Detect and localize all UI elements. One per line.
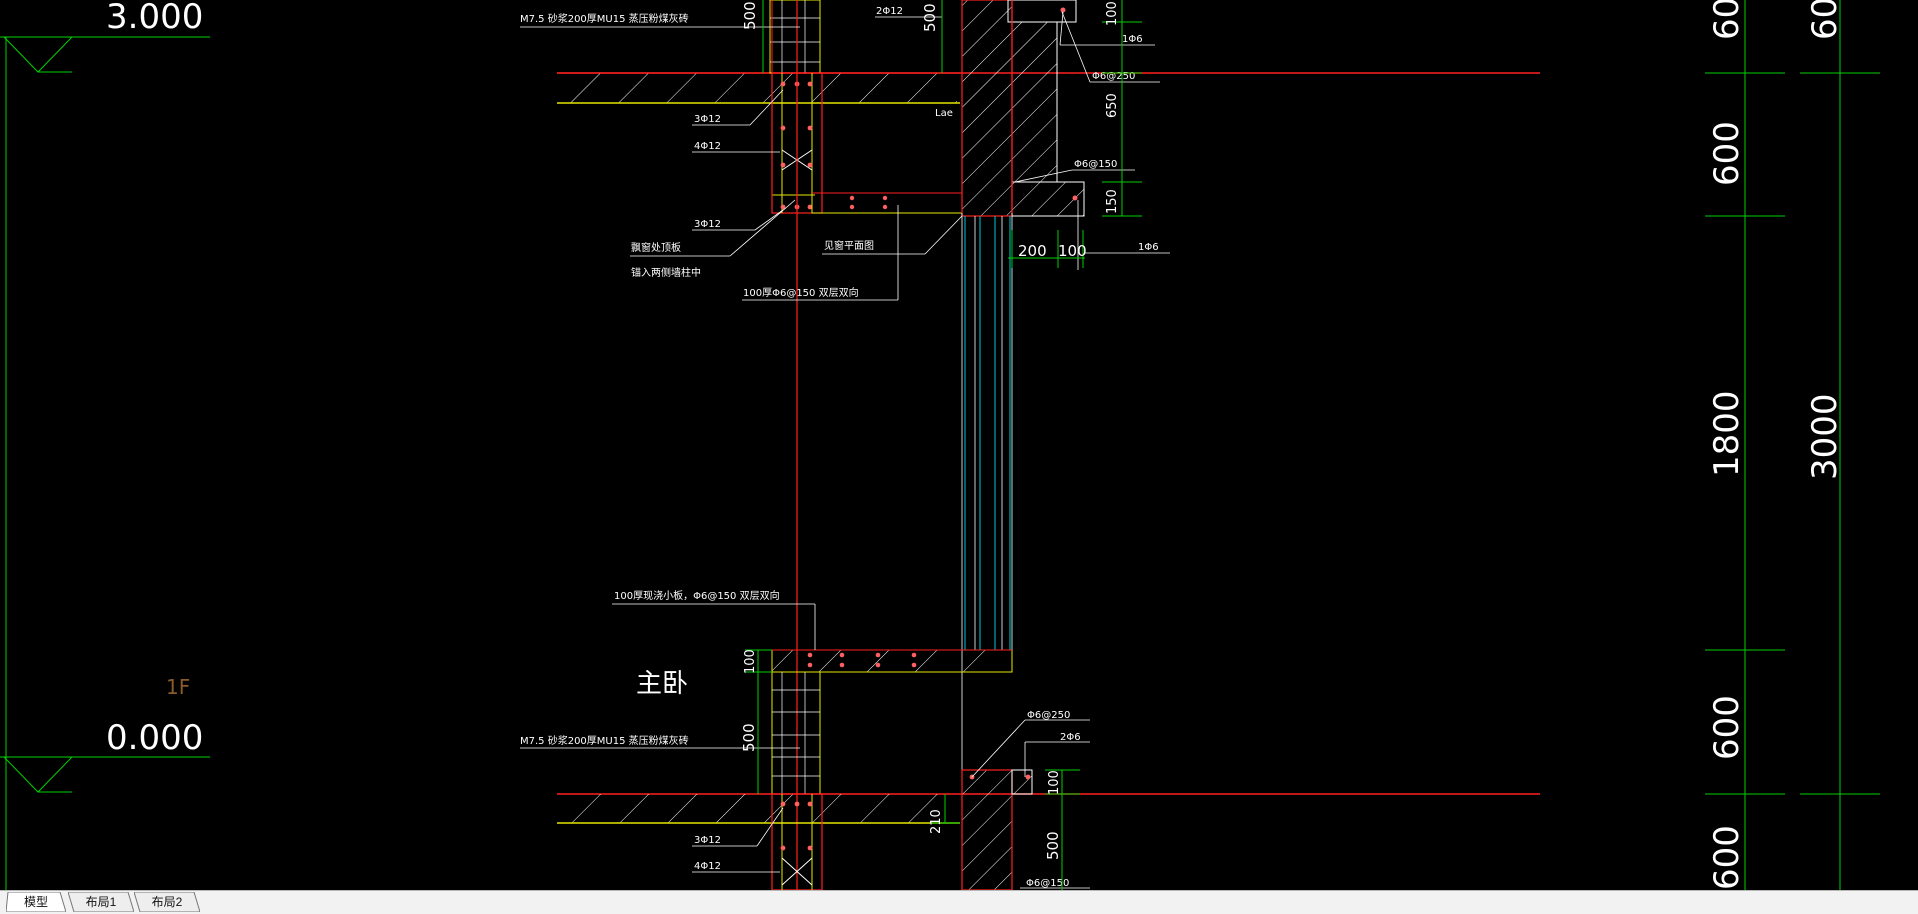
elevation-top-text: 3.000: [106, 0, 203, 37]
tab-model[interactable]: 模型: [6, 892, 66, 912]
rebar-label-bottom-2phi6: 2Φ6: [1060, 732, 1081, 743]
side-dim-600-e: 600: [1707, 825, 1747, 890]
floor-label: 1F: [166, 675, 190, 699]
dim-500-bottom: 500: [1044, 831, 1062, 860]
tab-layout-2[interactable]: 布局2: [134, 892, 200, 912]
side-dim-600-a: 600: [1707, 0, 1747, 40]
dim-100-top-right: 100: [1105, 1, 1120, 26]
slab-top: [557, 72, 960, 104]
note-lower-slab: 100厚现浇小板，Φ6@150 双层双向: [614, 589, 780, 602]
rebar-label-bottom-3phi12: 3Φ12: [694, 835, 721, 846]
dim-650: 650: [1105, 93, 1120, 118]
lae-label: Lae: [935, 108, 953, 119]
dim-100-bottom: 100: [1047, 770, 1062, 795]
room-label: 主卧: [636, 669, 688, 699]
dim-210: 210: [929, 809, 944, 834]
rebar-label-4phi12: 4Φ12: [694, 141, 721, 152]
side-dim-600-b: 600: [1707, 121, 1747, 186]
rebar-label-3phi12-b: 3Φ12: [694, 219, 721, 230]
note-anchor: 锚入两侧墙柱中: [631, 266, 701, 279]
slab-bottom: [557, 769, 1033, 890]
rebar-label-1phi6-top: 1Φ6: [1122, 34, 1143, 45]
layout-tabs-bar: 模型 布局1 布局2: [0, 890, 1918, 914]
elevation-marker-top: 3.000: [0, 0, 210, 760]
masonry-wall-top: [769, 0, 821, 74]
window-head-slab: [811, 192, 963, 214]
side-dim-1800: 1800: [1707, 390, 1747, 477]
masonry-wall-bottom: [771, 671, 821, 795]
dim-100-horizontal: 100: [1058, 242, 1087, 260]
dim-500-mid: 500: [740, 723, 758, 752]
side-dim-600-d: 600: [1707, 695, 1747, 760]
rebar-label-bottom-4phi12: 4Φ12: [694, 861, 721, 872]
wall-note-top: M7.5 砂浆200厚MU15 蒸压粉煤灰砖: [520, 12, 689, 25]
tab-layout-1[interactable]: 布局1: [68, 892, 134, 912]
concrete-column-right: [961, 0, 1085, 217]
dim-200: 200: [1018, 242, 1047, 260]
dim-150: 150: [1105, 189, 1120, 214]
dim-500-top-mid: 500: [921, 3, 939, 32]
side-dim-3000: 3000: [1805, 393, 1845, 480]
rebar-label-bottom-phi6-150: Φ6@150: [1026, 878, 1069, 889]
elevation-bottom-text: 0.000: [106, 718, 203, 758]
notes-and-leaders: M7.5 砂浆200厚MU15 蒸压粉煤灰砖 3Φ12 4Φ12 3Φ12 飘窗…: [520, 6, 1170, 889]
tab-layout-1-label: 布局1: [85, 895, 117, 909]
note-window-plan: 见窗平面图: [824, 239, 874, 252]
rebar-label-2phi12: 2Φ12: [876, 6, 903, 17]
note-slab: 100厚Φ6@150 双层双向: [743, 286, 859, 299]
note-top-plate: 飘窗处顶板: [631, 241, 681, 254]
dim-100-mid: 100: [743, 649, 758, 674]
cad-drawing-canvas[interactable]: 3.000 1F 0.000: [0, 0, 1918, 890]
elevation-marker-bottom: 1F 0.000: [0, 675, 210, 890]
window-glazing: [964, 216, 1011, 650]
rebar-label-phi6-150: Φ6@150: [1074, 159, 1117, 170]
rebar-label-3phi12-a: 3Φ12: [694, 114, 721, 125]
rebar-label-bottom-phi6-250: Φ6@250: [1027, 710, 1070, 721]
tab-model-label: 模型: [23, 895, 48, 909]
rebar-label-1phi6-right: 1Φ6: [1138, 242, 1159, 253]
sill-slab: [771, 649, 1013, 673]
local-dimensions: 500 500 100 650 150 200 100 100 500 210: [740, 0, 1142, 890]
tab-layout-2-label: 布局2: [151, 895, 183, 909]
side-dim-600-c: 600: [1805, 0, 1845, 40]
wall-note-bottom: M7.5 砂浆200厚MU15 蒸压粉煤灰砖: [520, 734, 689, 747]
rebar-label-phi6-250: Φ6@250: [1092, 71, 1135, 82]
side-dimension-chains: 600 600 1800 3000 600 600 600: [1705, 0, 1880, 890]
dim-500-top-left: 500: [741, 1, 759, 30]
